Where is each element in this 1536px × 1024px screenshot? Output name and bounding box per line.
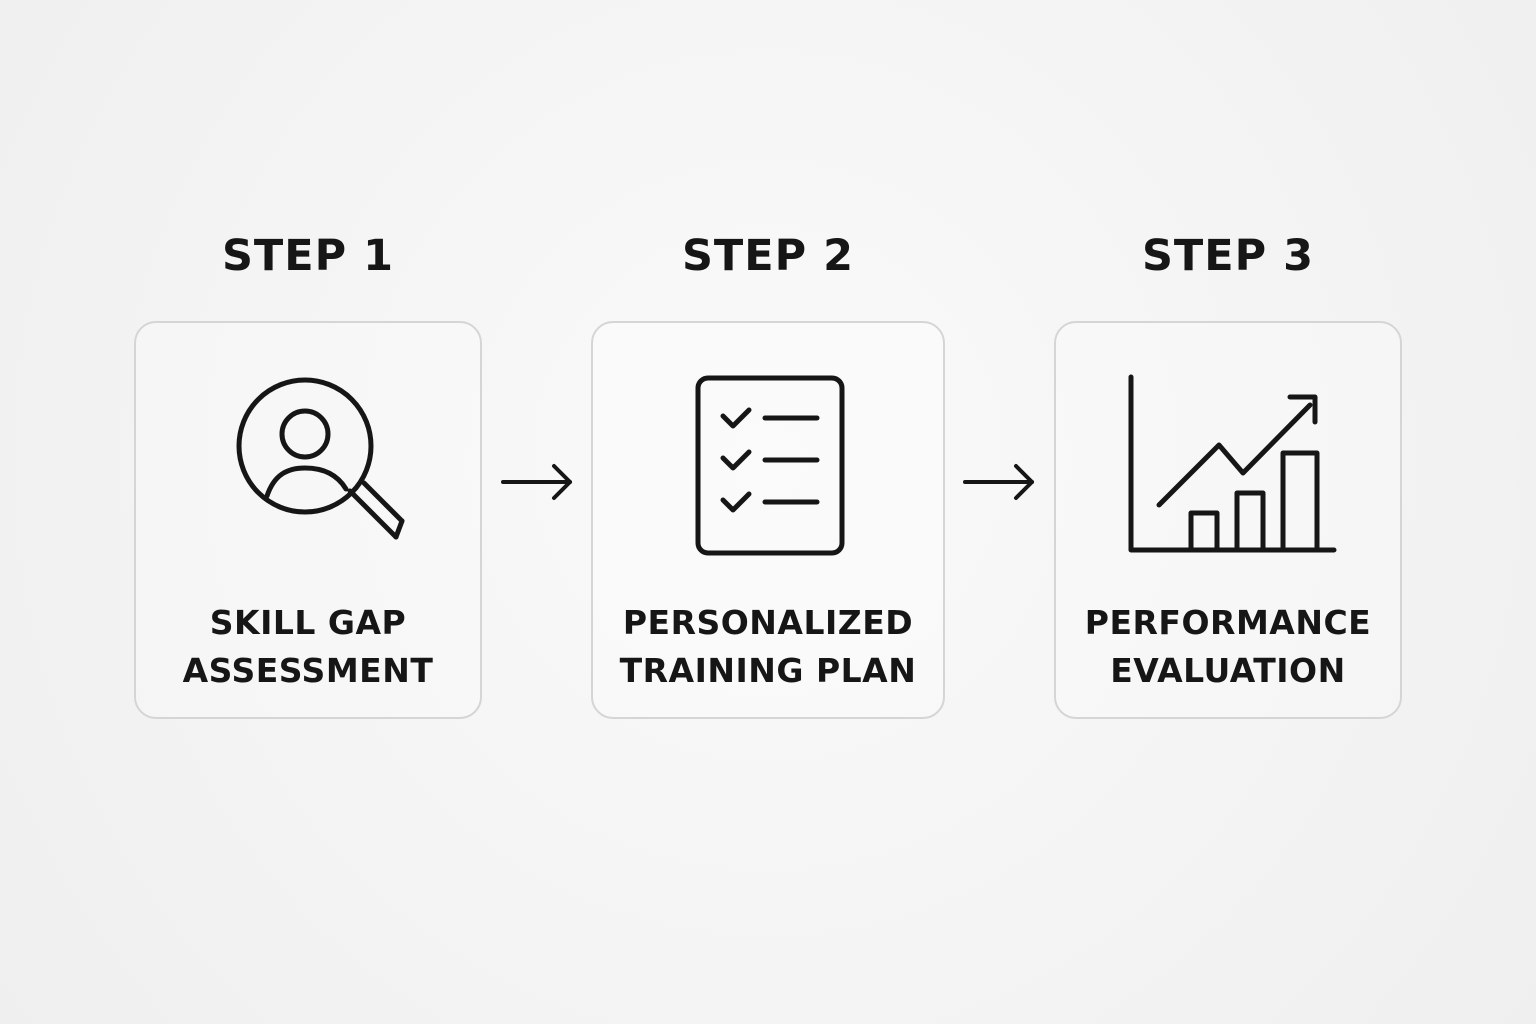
step-card-performance-evaluation: PERFORMANCE EVALUATION <box>1054 321 1402 719</box>
step-label: PERFORMANCE EVALUATION <box>1056 599 1400 695</box>
step-label-line-2: EVALUATION <box>1110 651 1346 690</box>
step-card-personalized-training-plan: PERSONALIZED TRAINING PLAN <box>591 321 945 719</box>
step-title: STEP 3 <box>1141 231 1315 281</box>
step-label: SKILL GAP ASSESSMENT <box>136 599 480 695</box>
step-label-line-1: SKILL GAP <box>209 603 407 642</box>
growth-chart-icon <box>1128 374 1337 553</box>
step-label-line-2: ASSESSMENT <box>182 651 434 690</box>
step-title: STEP 2 <box>681 231 855 281</box>
checklist-icon <box>695 375 845 556</box>
step-card-skill-gap-assessment: SKILL GAP ASSESSMENT <box>134 321 482 719</box>
step-label: PERSONALIZED TRAINING PLAN <box>593 599 943 695</box>
step-label-line-2: TRAINING PLAN <box>619 651 917 690</box>
step-title: STEP 1 <box>221 231 395 281</box>
user-search-icon <box>236 377 405 540</box>
arrow-right-icon <box>963 464 1034 500</box>
arrow-right-icon <box>501 464 572 500</box>
step-label-line-1: PERSONALIZED <box>622 603 914 642</box>
step-label-line-1: PERFORMANCE <box>1084 603 1372 642</box>
